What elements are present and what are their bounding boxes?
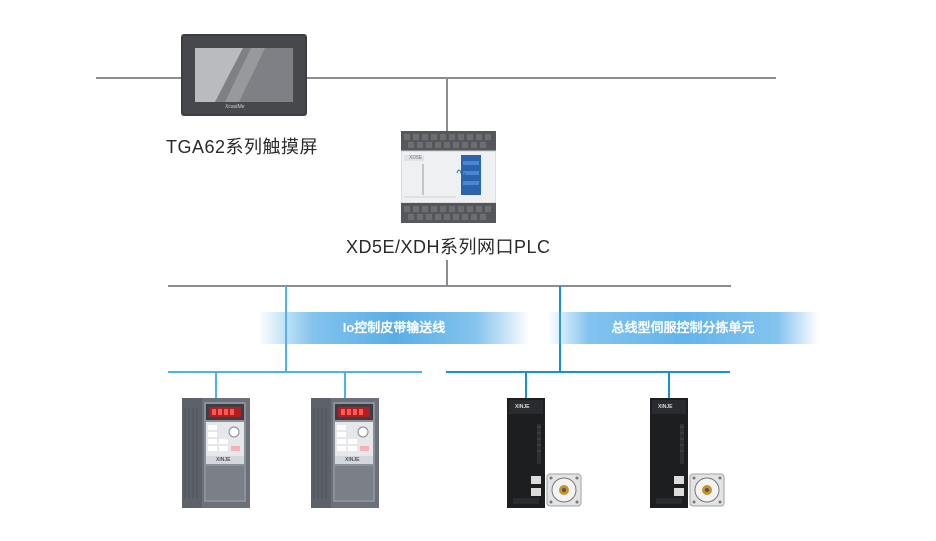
plc-model-text: XD5E bbox=[409, 155, 423, 161]
servo-sub-bus-line bbox=[446, 371, 730, 373]
plc-device-icon bbox=[400, 131, 497, 223]
plc-down-line bbox=[446, 260, 448, 286]
plc-drop-line bbox=[446, 77, 448, 132]
hmi-label: TGA62系列触摸屏 bbox=[166, 137, 319, 157]
io-conveyor-band: Io控制皮带输送线 bbox=[258, 312, 530, 344]
hmi-touchscreen: XcastMe bbox=[181, 34, 307, 116]
inverter-2-drop bbox=[344, 371, 346, 399]
bus-servo-label: 总线型伺服控制分拣单元 bbox=[611, 320, 755, 335]
plc-label: XD5E/XDH系列网口PLC bbox=[346, 237, 551, 257]
servo-2-drop bbox=[668, 371, 670, 399]
inverter-1-drop bbox=[215, 371, 217, 399]
inverter-2-brand: XINJE bbox=[345, 457, 360, 463]
io-conveyor-label: Io控制皮带输送线 bbox=[342, 320, 446, 335]
io-sub-bus-line bbox=[168, 371, 422, 373]
plc-device: XD5E bbox=[400, 131, 497, 223]
servo-1-drop bbox=[525, 371, 527, 399]
hmi-brand-mark: XcastMe bbox=[225, 104, 245, 110]
bus-servo-band: 总线型伺服控制分拣单元 bbox=[548, 312, 818, 344]
servo-drive-icon bbox=[650, 398, 725, 508]
servo-drive-2: XINJE bbox=[650, 398, 730, 508]
hmi-device-icon bbox=[181, 34, 307, 116]
lower-bus-line bbox=[168, 285, 731, 287]
inverter-2: XINJE bbox=[311, 398, 379, 508]
servo-drive-icon bbox=[507, 398, 582, 508]
inverter-1: XINJE bbox=[182, 398, 250, 508]
inverter-icon bbox=[311, 398, 379, 508]
servo-1-brand: XINJE bbox=[515, 404, 530, 410]
inverter-icon bbox=[182, 398, 250, 508]
servo-drive-1: XINJE bbox=[507, 398, 587, 508]
servo-2-brand: XINJE bbox=[658, 404, 673, 410]
inverter-1-brand: XINJE bbox=[216, 457, 231, 463]
top-bus-line bbox=[96, 77, 776, 79]
